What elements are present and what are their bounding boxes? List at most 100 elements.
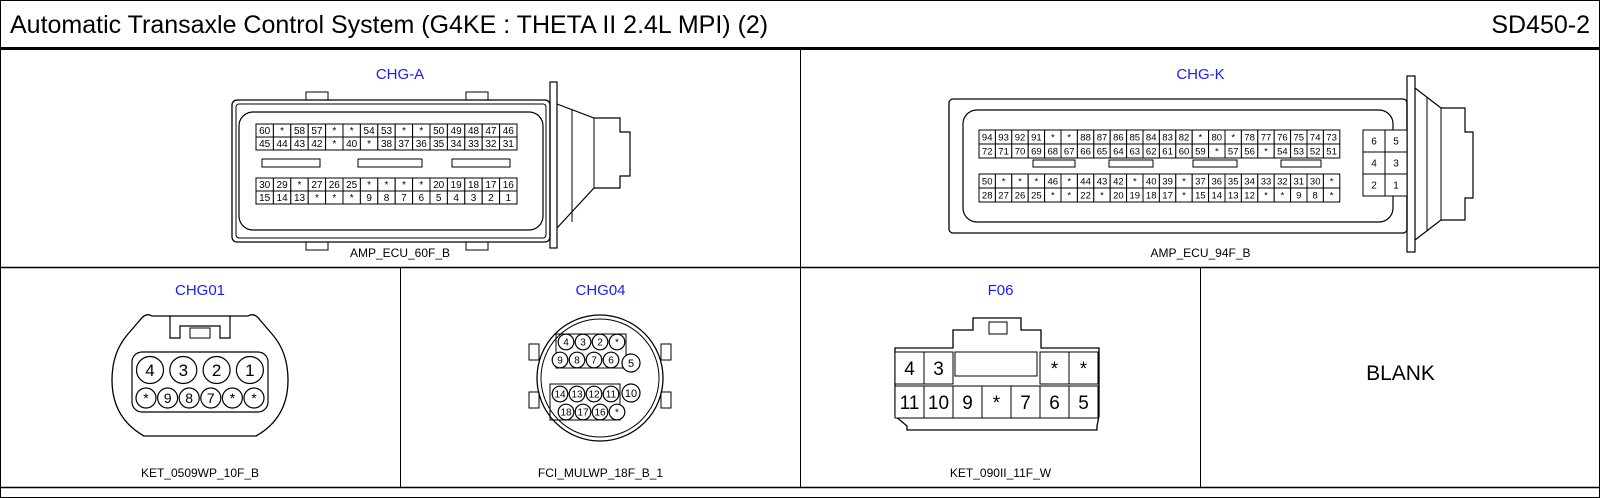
svg-text:91: 91: [1031, 132, 1042, 143]
pin: 70: [1011, 143, 1029, 159]
pin: 46: [1044, 173, 1062, 189]
svg-text:9: 9: [164, 390, 172, 406]
pin: 48: [464, 123, 483, 138]
svg-text:1: 1: [245, 361, 254, 380]
pin: 54: [1273, 143, 1292, 159]
svg-text:2: 2: [597, 338, 603, 349]
pin: *: [325, 190, 344, 205]
pin-field-outline: [238, 111, 544, 231]
svg-text:11: 11: [900, 393, 920, 414]
svg-text:26: 26: [1015, 190, 1026, 201]
flange: [1406, 75, 1416, 253]
pin: 59: [1191, 143, 1210, 159]
svg-text:61: 61: [1162, 146, 1173, 157]
svg-text:62: 62: [1146, 146, 1157, 157]
pin: 14: [1208, 187, 1226, 203]
svg-text:66: 66: [1080, 146, 1091, 157]
svg-text:*: *: [251, 390, 257, 406]
connector-housing: [894, 317, 1100, 431]
pin: 25: [1027, 187, 1046, 203]
pin: 4: [446, 190, 466, 205]
svg-text:20: 20: [1113, 190, 1124, 201]
svg-text:5: 5: [436, 193, 442, 204]
pin: 3: [574, 333, 592, 351]
svg-text:5: 5: [628, 358, 634, 370]
svg-text:10: 10: [625, 388, 637, 400]
pin: 16: [591, 403, 609, 421]
svg-text:*: *: [298, 180, 302, 191]
svg-text:34: 34: [1244, 176, 1255, 187]
svg-text:*: *: [1067, 190, 1071, 201]
pin: 7: [394, 190, 414, 205]
svg-text:49: 49: [451, 126, 463, 137]
pin: 51: [1322, 143, 1341, 159]
pin: *: [394, 177, 414, 192]
pin: 37: [1191, 173, 1210, 189]
connector-housing: [111, 314, 289, 437]
pin: 46: [499, 123, 518, 138]
pin: *: [1273, 187, 1292, 203]
pin: 5: [621, 353, 641, 373]
svg-text:43: 43: [294, 139, 306, 150]
svg-text:84: 84: [1146, 132, 1157, 143]
pin: 40: [342, 136, 361, 151]
pin: 62: [1142, 143, 1160, 159]
svg-text:92: 92: [1015, 132, 1026, 143]
svg-text:18: 18: [560, 408, 572, 419]
pin: *: [1224, 129, 1242, 145]
pin: 8: [178, 387, 200, 409]
pin: 8: [1306, 187, 1324, 203]
pin: 11: [894, 385, 925, 419]
pin: 58: [290, 123, 309, 138]
flange: [549, 81, 558, 249]
svg-text:*: *: [1067, 176, 1071, 187]
svg-text:9: 9: [557, 356, 563, 367]
svg-text:22: 22: [1080, 190, 1091, 201]
pin: *: [307, 190, 327, 205]
pin-field-outline: [962, 109, 1394, 223]
pin: 5: [1384, 129, 1408, 153]
pin: 74: [1306, 129, 1324, 145]
svg-text:*: *: [402, 180, 406, 191]
svg-text:*: *: [332, 126, 336, 137]
svg-text:*: *: [1231, 132, 1235, 143]
svg-text:48: 48: [468, 126, 480, 137]
pin: 50: [429, 123, 448, 138]
svg-text:31: 31: [503, 139, 515, 150]
pin: 9: [359, 190, 379, 205]
svg-text:63: 63: [1130, 146, 1141, 157]
svg-text:35: 35: [433, 139, 445, 150]
pin: 61: [1158, 143, 1177, 159]
svg-text:75: 75: [1294, 132, 1305, 143]
connector-housing: [536, 314, 664, 442]
svg-text:19: 19: [451, 180, 463, 191]
svg-text:4: 4: [904, 359, 915, 380]
pin: 60: [1175, 143, 1193, 159]
svg-text:*: *: [615, 338, 619, 349]
pin: 93: [994, 129, 1013, 145]
pin: 8: [568, 351, 586, 369]
pin: *: [359, 177, 379, 192]
svg-text:16: 16: [594, 408, 606, 419]
svg-text:16: 16: [503, 180, 515, 191]
svg-text:*: *: [385, 180, 389, 191]
pin: 17: [574, 403, 592, 421]
pin: 6: [602, 351, 620, 369]
pin: 32: [481, 136, 501, 151]
pin-field-outline: [131, 351, 269, 413]
svg-text:*: *: [1080, 359, 1088, 380]
svg-text:*: *: [1051, 190, 1055, 201]
svg-text:*: *: [1182, 176, 1186, 187]
pin: 50: [978, 173, 996, 189]
pin: 36: [412, 136, 431, 151]
svg-text:3: 3: [933, 359, 944, 380]
svg-text:44: 44: [277, 139, 289, 150]
pin: *: [1175, 187, 1193, 203]
pin: *: [1060, 173, 1078, 189]
pin: *: [290, 177, 309, 192]
pin: 16: [499, 177, 518, 192]
svg-text:1: 1: [506, 193, 512, 204]
svg-text:36: 36: [1212, 176, 1223, 187]
svg-text:33: 33: [468, 139, 480, 150]
